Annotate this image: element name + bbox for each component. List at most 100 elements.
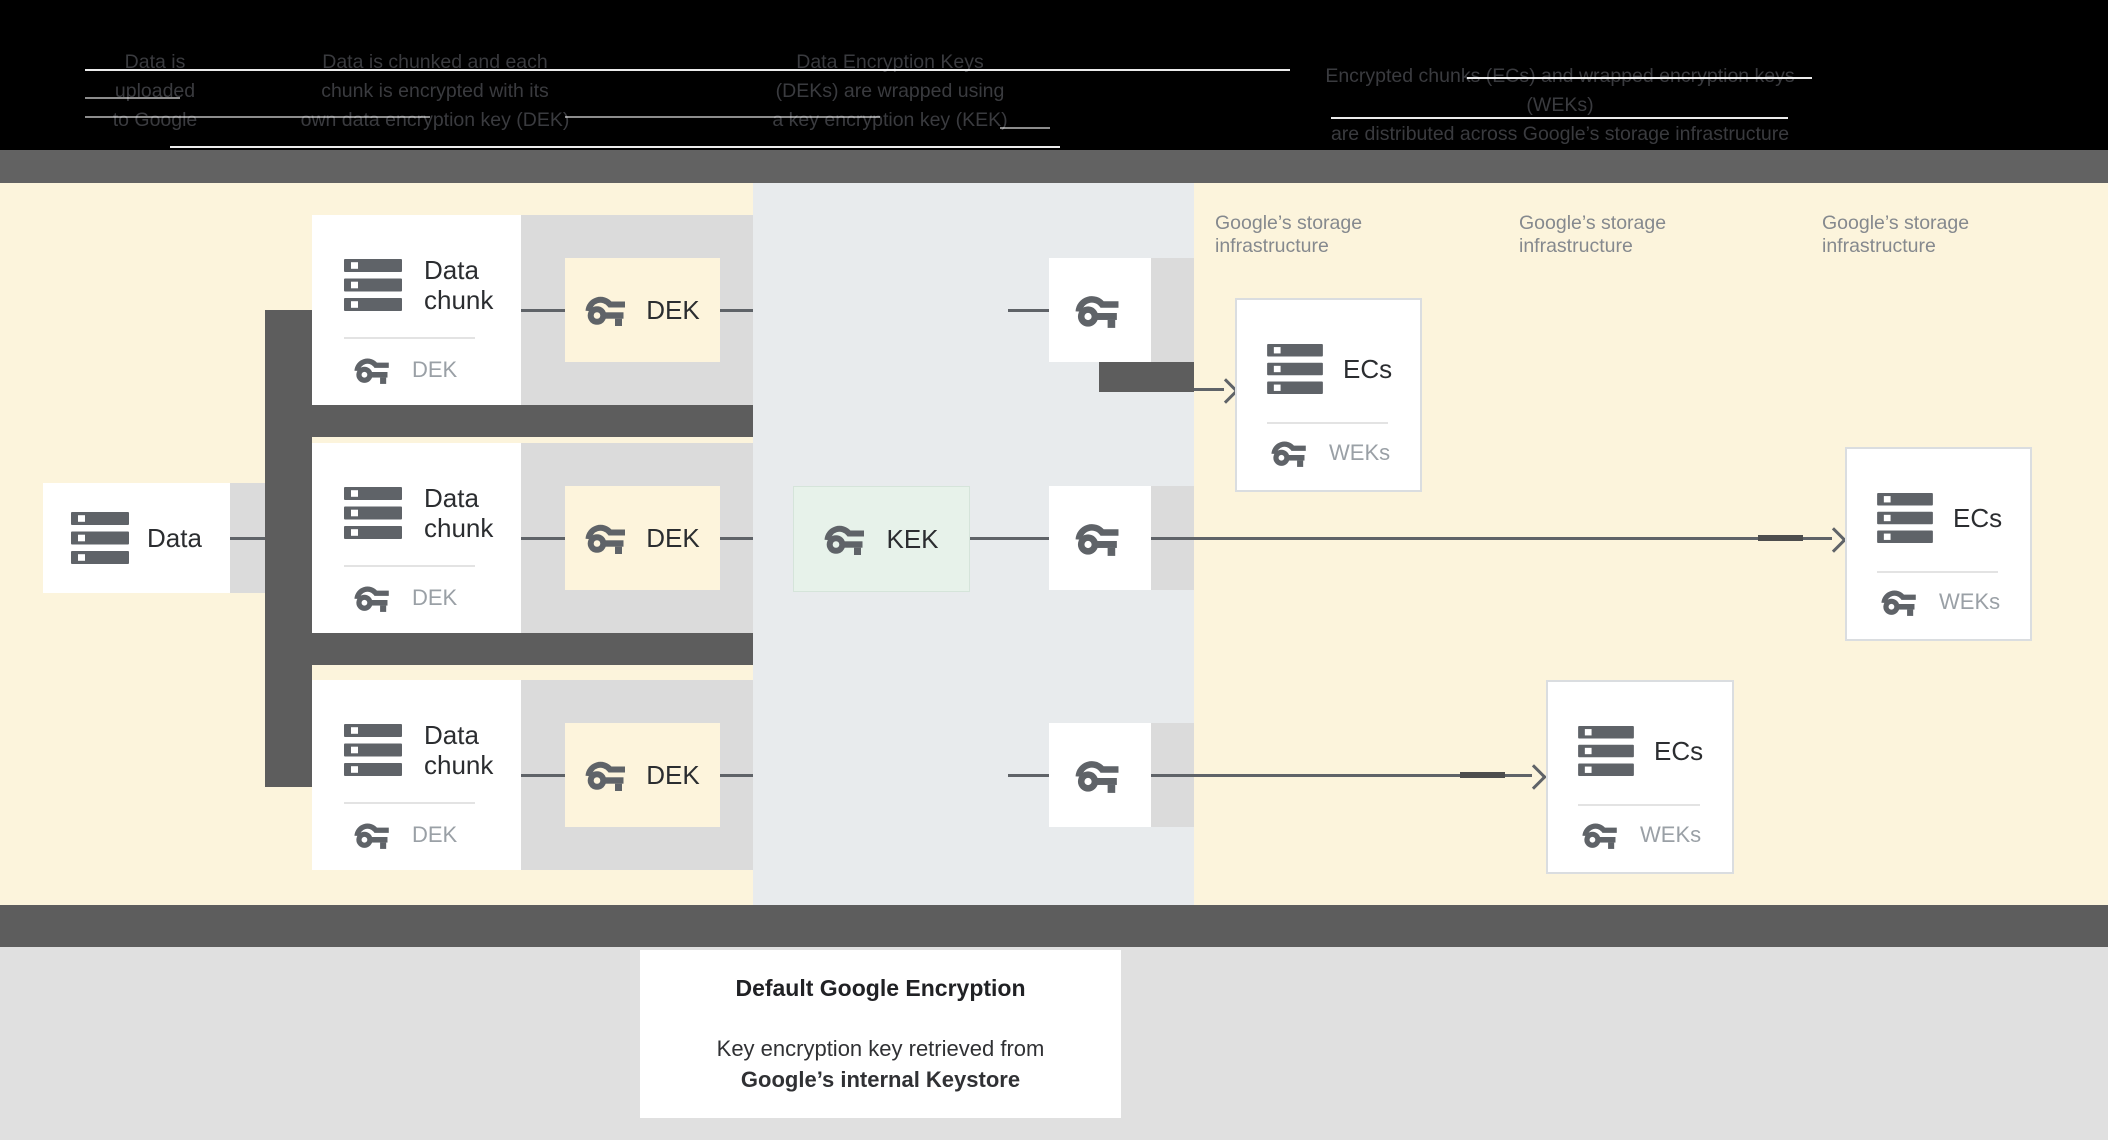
- header-rule: [565, 116, 880, 118]
- chunk-dek-label: DEK: [412, 357, 458, 382]
- storage-infrastructure-label-1: Google’s storage infrastructure: [1215, 212, 1363, 257]
- trunk-connector: [265, 310, 312, 787]
- footer-area: Default Google Encryption Key encryption…: [0, 947, 2108, 1140]
- key-icon: [1271, 441, 1306, 467]
- data-chunk-box-1: Data chunk DEK: [312, 215, 521, 405]
- kek-to-wrap2-line: [968, 536, 1049, 540]
- header-rule: [1331, 117, 1788, 119]
- wrap-key-box-3: [1049, 723, 1151, 827]
- storage-icon: [344, 487, 402, 539]
- key-icon: [1582, 823, 1617, 849]
- row1-row2-connector: [265, 405, 753, 437]
- wrap-key-box-2: [1049, 486, 1151, 590]
- key-icon: [585, 761, 626, 791]
- dek2-out-line: [720, 536, 753, 540]
- ec-box-label: ECs: [1343, 353, 1393, 384]
- dek-box-2: DEK: [565, 486, 720, 590]
- ec-wek-label: WEKs: [1939, 589, 2001, 614]
- header-rule: [85, 97, 180, 99]
- divider: [344, 337, 475, 339]
- caption-title: Default Google Encryption: [735, 975, 1026, 1001]
- data-chunk-box-3: Data chunk DEK: [312, 680, 521, 870]
- arrow3-line: [1151, 773, 1532, 777]
- row2-row3-connector: [265, 633, 753, 665]
- key-icon: [585, 296, 626, 326]
- caption-box: Default Google Encryption Key encryption…: [640, 950, 1121, 1118]
- step-4-line: Encrypted chunks (ECs) and wrapped encry…: [1325, 65, 1795, 116]
- storage-icon: [1877, 493, 1933, 543]
- caption-line-2: Google’s internal Keystore: [740, 1067, 1021, 1092]
- chunk-dek-label: DEK: [412, 585, 458, 610]
- data-box-label: Data: [147, 522, 202, 553]
- chunk2-to-dek-line: [521, 536, 565, 540]
- ec-box-label: ECs: [1654, 735, 1704, 766]
- kek-box-label: KEK: [886, 523, 939, 554]
- row1-ec-connector: [1099, 362, 1194, 392]
- divider: [1578, 804, 1700, 806]
- header-rule: [85, 116, 430, 118]
- wrap3-in-line: [1008, 773, 1049, 777]
- arrow1-line: [1194, 388, 1224, 391]
- data-to-trunk-line: [230, 536, 265, 540]
- storage-icon: [1267, 344, 1323, 394]
- storage-icon: [344, 259, 402, 311]
- key-icon: [354, 358, 389, 384]
- divider: [344, 565, 475, 567]
- key-icon: [1075, 523, 1119, 556]
- step-1-line: Data is: [124, 51, 186, 73]
- storage-infrastructure-label-3: Google’s storage infrastructure: [1822, 212, 1970, 257]
- dek1-out-line: [720, 308, 753, 312]
- key-icon: [1075, 760, 1119, 793]
- storage-icon: [1578, 726, 1634, 776]
- dek3-out-line: [720, 773, 753, 777]
- top-divider-bar: [0, 150, 2108, 183]
- data-chunk-box-2: Data chunk DEK: [312, 443, 521, 633]
- header-rule: [1000, 127, 1050, 129]
- storage-icon: [71, 512, 130, 564]
- key-icon: [1075, 295, 1119, 328]
- dek-box-label: DEK: [646, 522, 700, 553]
- arrow3-dash: [1460, 772, 1505, 778]
- key-icon: [585, 524, 626, 554]
- key-icon: [354, 586, 389, 612]
- key-icon: [354, 823, 389, 849]
- arrow2-dash: [1758, 535, 1803, 541]
- chunk1-to-dek-line: [521, 308, 565, 312]
- key-icon: [1881, 590, 1916, 616]
- dek-box-label: DEK: [646, 759, 700, 790]
- step-1-text: Data is uploaded to Google: [55, 48, 255, 135]
- divider: [1267, 422, 1388, 424]
- step-2-line: own data encryption key (DEK): [300, 109, 570, 131]
- step-4-text: Encrypted chunks (ECs) and wrapped encry…: [1290, 62, 1830, 149]
- arrow2-line: [1151, 536, 1832, 540]
- step-1-line: to Google: [112, 109, 198, 131]
- step-1-line: uploaded: [114, 80, 196, 102]
- ec-wek-label: WEKs: [1640, 822, 1702, 847]
- ec-box-1: ECs WEKs: [1235, 298, 1422, 492]
- ec-box-2: ECs WEKs: [1845, 447, 2032, 641]
- chunk-box-label: Data chunk: [424, 720, 494, 780]
- dek-box-label: DEK: [646, 294, 700, 325]
- kek-box: KEK: [793, 486, 970, 592]
- chunk3-to-dek-line: [521, 773, 565, 777]
- step-2-text: Data is chunked and each chunk is encryp…: [280, 48, 590, 135]
- storage-icon: [344, 724, 402, 776]
- ec-box-3: ECs WEKs: [1546, 680, 1734, 874]
- dek-box-1: DEK: [565, 258, 720, 362]
- divider: [344, 802, 475, 804]
- storage-infrastructure-label-2: Google’s storage infrastructure: [1519, 212, 1667, 257]
- diagram-canvas: Data Data chunk DEK: [0, 183, 2108, 905]
- step-3-line: (DEKs) are wrapped using: [775, 80, 1005, 102]
- step-2-line: Data is chunked and each: [322, 51, 548, 73]
- wrap1-in-line: [1008, 308, 1049, 312]
- header-rule: [85, 69, 1290, 71]
- step-3-line: a key encryption key (KEK): [772, 109, 1008, 131]
- key-icon: [824, 525, 865, 555]
- chunk-dek-label: DEK: [412, 822, 458, 847]
- arrow2-head: [1821, 526, 1847, 553]
- step-header: Data is uploaded to Google Data is chunk…: [0, 0, 2108, 150]
- step-2-line: chunk is encrypted with its: [321, 80, 549, 102]
- chunk-box-label: Data chunk: [424, 255, 494, 315]
- caption-line-1: Key encryption key retrieved from: [716, 1036, 1045, 1061]
